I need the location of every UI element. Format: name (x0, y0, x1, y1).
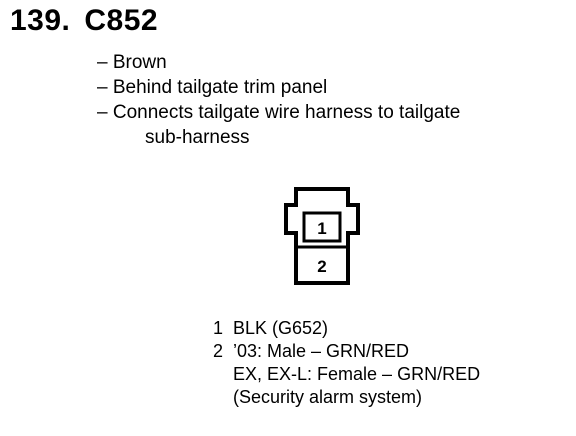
pin-row: 2 ’03: Male – GRN/RED EX, EX-L: Female –… (213, 340, 480, 409)
page-title: 139. C852 (10, 4, 158, 38)
pin-number: 1 (213, 318, 224, 338)
description-location: – Behind tailgate trim panel (97, 77, 328, 98)
pin-description: EX, EX-L: Female – GRN/RED (233, 364, 481, 384)
description-color: – Brown (97, 52, 167, 73)
cavity-1 (302, 211, 342, 243)
cavity-2-label: 2 (317, 257, 326, 276)
pin-number: 2 (213, 341, 224, 361)
description-connects: – Connects tailgate wire harness to tail… (97, 102, 461, 123)
pin-row: 1 BLK (G652) (213, 317, 480, 340)
connector-description: – Brown – Behind tailgate trim panel – C… (97, 50, 460, 150)
connector-id: C852 (84, 4, 159, 37)
pin-description: ’03: Male – GRN/RED (233, 341, 410, 361)
pin-description: (Security alarm system) (233, 387, 423, 407)
item-number: 139. (10, 4, 71, 37)
pin-list: 1 BLK (G652) 2 ’03: Male – GRN/RED EX, E… (213, 317, 480, 409)
connector-face-diagram: 1 2 (284, 187, 360, 285)
pin-description: BLK (G652) (233, 318, 329, 338)
description-connects-continued: sub-harness (145, 127, 250, 148)
cavity-1-label: 1 (317, 219, 326, 238)
